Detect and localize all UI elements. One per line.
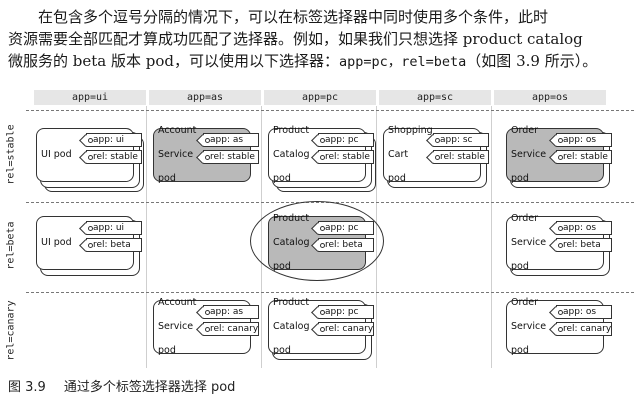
label-tag-rel: rel: canary <box>203 322 259 336</box>
row-separator <box>26 292 634 293</box>
label-tag-app: app: os <box>556 221 612 235</box>
label-tag-app: app: pc <box>318 305 374 319</box>
label-tag-app: app: ui <box>86 133 142 147</box>
column-header-app-as: app=as <box>149 90 261 105</box>
column-header-app-pc: app=pc <box>264 90 376 105</box>
label-tag-rel: rel: beta <box>556 238 612 252</box>
label-tag-app: app: sc <box>433 133 489 147</box>
label-tag-app: app: as <box>203 133 259 147</box>
label-tag-rel: rel: canary <box>318 322 374 336</box>
label-tag-app: app: ui <box>86 221 142 235</box>
label-tag-app: app: pc <box>318 133 374 147</box>
pod-ui-stable: UI pod app: ui rel: stable <box>36 128 144 192</box>
column-header-app-sc: app=sc <box>379 90 491 105</box>
figure-number: 图 3.9 <box>8 380 46 395</box>
figure-caption-text: 通过多个标签选择器选择 pod <box>63 380 236 395</box>
figure-caption: 图 3.9 通过多个标签选择器选择 pod <box>8 376 235 395</box>
paragraph-line-3-text-a: 微服务的 beta 版本 pod，可以使用以下选择器： <box>8 52 339 70</box>
row-label-rel-beta: rel=beta <box>5 220 17 270</box>
paragraph-line-1: 在包含多个逗号分隔的情况下，可以在标签选择器中同时使用多个条件，此时 <box>38 8 549 26</box>
row-label-rel-stable: rel=stable <box>5 123 17 185</box>
paragraph-line-2: 资源需要全部匹配才算成功匹配了选择器。例如，如果我们只想选择 product c… <box>8 30 583 48</box>
selection-ellipse <box>250 201 384 281</box>
body-paragraph: 在包含多个逗号分隔的情况下，可以在标签选择器中同时使用多个条件，此时 资源需要全… <box>8 6 636 73</box>
label-tag-rel: rel: stable <box>433 150 489 164</box>
row-label-rel-canary: rel=canary <box>5 299 17 361</box>
label-tag-rel: rel: stable <box>86 150 142 164</box>
column-header-app-os: app=os <box>494 90 606 105</box>
pod-label-diagram: app=ui app=as app=pc app=sc app=os rel=s… <box>0 88 641 370</box>
selector-code: app=pc，rel=beta <box>339 54 467 70</box>
label-tag-app: app: as <box>203 305 259 319</box>
column-divider <box>146 106 147 368</box>
pod-ui-beta: UI pod app: ui rel: beta <box>36 216 142 276</box>
label-tag-rel: rel: stable <box>556 150 612 164</box>
paragraph-line-3-text-b: （如图 3.9 所示）。 <box>466 52 598 70</box>
column-divider <box>491 106 492 368</box>
label-tag-rel: rel: stable <box>203 150 259 164</box>
label-tag-app: app: os <box>556 305 612 319</box>
label-tag-rel: rel: canary <box>556 322 612 336</box>
paragraph-line-3: 微服务的 beta 版本 pod，可以使用以下选择器：app=pc，rel=be… <box>8 50 636 73</box>
label-tag-rel: rel: beta <box>86 238 142 252</box>
column-header-app-ui: app=ui <box>34 90 146 105</box>
label-tag-rel: rel: stable <box>318 150 374 164</box>
row-separator <box>26 110 634 111</box>
label-tag-app: app: os <box>556 133 612 147</box>
